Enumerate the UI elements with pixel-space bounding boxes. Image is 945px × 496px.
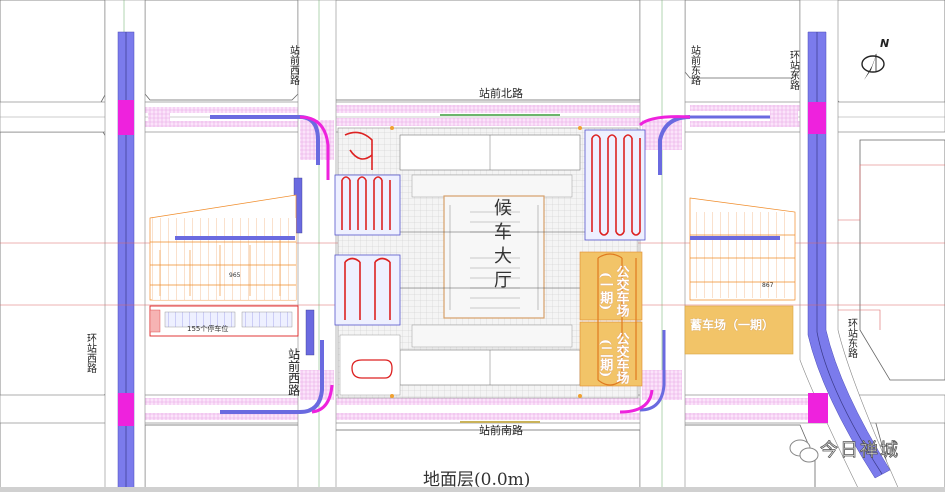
- north-arrow-icon: [861, 50, 885, 80]
- wechat-icon: [789, 439, 819, 463]
- east-garage-routes: [584, 129, 646, 241]
- bottom-bar: [0, 487, 945, 492]
- east-parking: [689, 197, 796, 301]
- bus-yard-2-label: 公交车场(二期): [597, 332, 629, 384]
- watermark-text: 今日禅城: [820, 440, 900, 462]
- brt-west: [117, 31, 135, 493]
- bus-yard-1-block: [579, 251, 643, 321]
- road-label-west-inner-top: 站前西路: [287, 45, 299, 85]
- east-parking-count: 867: [762, 282, 774, 289]
- bus-yard-1-label: 公交车场(一期): [597, 265, 629, 317]
- road-label-east-inner-top: 站前东路: [688, 45, 700, 85]
- west-parking: [149, 194, 297, 301]
- road-label-east-outer: 环站东路: [845, 318, 857, 358]
- west-garage-routes: [334, 131, 401, 326]
- watermark: 今日禅城: [784, 436, 900, 462]
- storage-yard-label: 蓄车场（一期）: [690, 318, 775, 332]
- west-parking-count: 965: [229, 272, 241, 279]
- north-letter: N: [880, 37, 890, 50]
- floor-title: 地面层(0.0m): [423, 470, 531, 490]
- storage-yard-block: [684, 305, 794, 355]
- west-parking-caption: 155个停车位: [187, 325, 229, 333]
- waiting-hall-label: 候车大厅: [491, 198, 512, 294]
- bus-yard-2-block: [579, 321, 643, 387]
- road-label-north: 站前北路: [479, 87, 523, 100]
- brt-east: [807, 31, 891, 479]
- road-label-east-outer-top: 环站东路: [787, 50, 799, 90]
- road-label-west-outer: 环站西路: [84, 333, 96, 373]
- road-label-west-inner-bottom: 站前西路: [286, 348, 301, 396]
- west-parking-155: [149, 305, 299, 337]
- road-label-south: 站前南路: [479, 424, 523, 437]
